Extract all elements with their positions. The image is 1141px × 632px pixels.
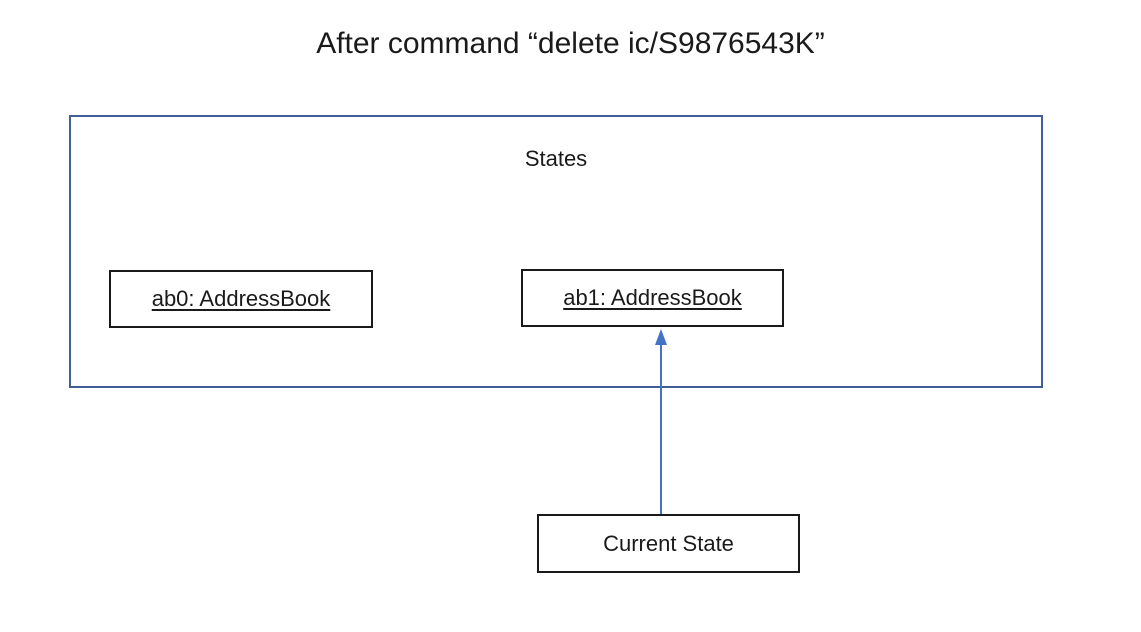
states-frame: States [69, 115, 1043, 388]
current-state-label: Current State [603, 530, 734, 556]
object-box-ab0: ab0: AddressBook [109, 270, 373, 328]
current-state-box: Current State [537, 514, 800, 573]
states-frame-label: States [524, 146, 588, 171]
object-label-ab1: ab1: AddressBook [563, 285, 742, 310]
object-label-ab0: ab0: AddressBook [151, 286, 331, 311]
diagram-title: After command “delete ic/S9876543K” [316, 27, 825, 60]
object-box-ab1: ab1: AddressBook [521, 269, 784, 327]
